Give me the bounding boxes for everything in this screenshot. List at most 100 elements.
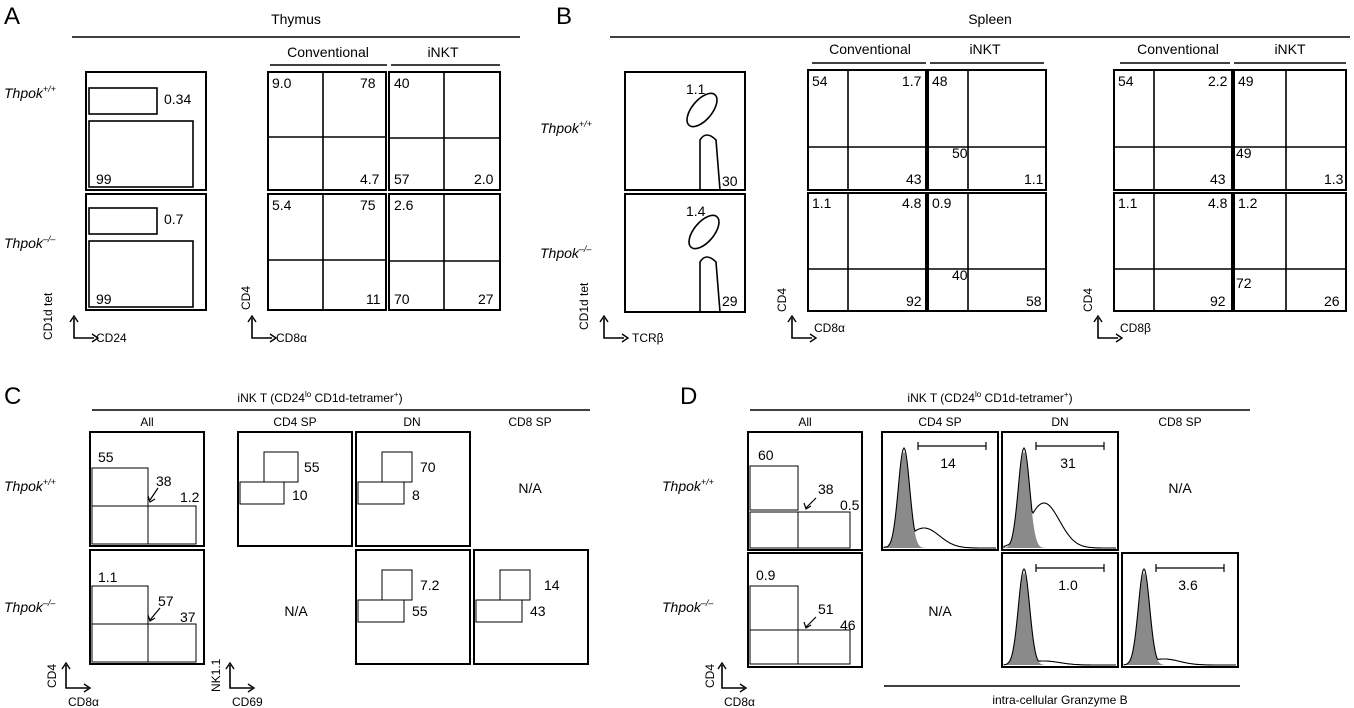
panel-c-wt-dn-cd69: 8 xyxy=(412,487,420,503)
panel-d-axis-arrow-y xyxy=(717,661,727,670)
panel-b-cd8b-conv-wt-lr: 43 xyxy=(1210,171,1226,187)
panel-c-ko-dn-nk: 7.2 xyxy=(420,577,440,593)
panel-a-axis-arrow-y1 xyxy=(69,314,79,323)
panel-c-ko-cd8-nk: 14 xyxy=(544,577,560,593)
panel-d-wt-all-cd8: 0.5 xyxy=(840,497,860,513)
panel-c-all-ko-cd8-gate xyxy=(147,623,197,663)
panel-c-yaxis-nk11: NK1.1 xyxy=(209,658,223,692)
panel-d-col-dn: DN xyxy=(1051,415,1068,429)
panel-b-ko-conv-value: 29 xyxy=(722,293,738,309)
panel-b-cd8a-inkt-ko-mid: 40 xyxy=(952,267,968,283)
panel-b-cd8b-inkt-wt-mid: 49 xyxy=(1236,145,1252,161)
panel-d-col-cd4sp: CD4 SP xyxy=(918,415,961,429)
panel-c-wt-all-cd8: 1.2 xyxy=(180,489,200,505)
panel-b-cd8a-conv-ko-lr: 92 xyxy=(906,293,922,309)
panel-b-genotype-ko: Thpok–/– xyxy=(540,244,592,261)
panel-c-title: iNK T (CD24lo CD1d-tetramer+) xyxy=(237,390,402,405)
panel-a-inkt-ko-ul: 2.6 xyxy=(394,197,414,213)
panel-c-wt-all-cd4: 55 xyxy=(98,449,114,465)
panel-d-axis-arrow-x xyxy=(739,683,748,693)
panel-b-cd8b-conv-wt-ur: 2.2 xyxy=(1208,73,1228,89)
panel-c-ko-cd4-na: N/A xyxy=(284,603,308,619)
panel-a-inkt-wt-lr: 2.0 xyxy=(474,171,494,187)
panel-b-cd8b-conv-wt-ul: 54 xyxy=(1118,73,1134,89)
panel-c-all-wt-cd8-gate xyxy=(147,505,197,545)
panel-b-cd8b-conv-ko-ul: 1.1 xyxy=(1118,195,1138,211)
panel-letter-c: C xyxy=(4,383,21,410)
panel-d-ko-all-cd8: 46 xyxy=(840,617,856,633)
panel-b-cd8a-conv-wt-ur: 1.7 xyxy=(902,73,922,89)
panel-c-dn-wt xyxy=(355,431,471,547)
panel-c-cd8-ko xyxy=(473,549,589,665)
panel-c-ko-arrow xyxy=(149,607,161,621)
panel-c-axis-corner-2 xyxy=(229,665,252,689)
panel-b-axis-corner-3 xyxy=(1097,318,1118,339)
panel-b-cd8a-inkt-ko xyxy=(927,192,1047,312)
panel-c-cd4-wt-cd69-gate xyxy=(239,481,285,505)
panel-a-ko-conv-value: 99 xyxy=(96,291,112,307)
histogram-isotype xyxy=(1004,452,1116,548)
panel-b-ko-oval-value: 1.4 xyxy=(686,203,706,219)
panel-b-cd8a-conv-ko xyxy=(807,192,927,312)
panel-d-title: iNK T (CD24lo CD1d-tetramer+) xyxy=(907,390,1072,405)
panel-b-cd8a-inkt-ko-ul: 0.9 xyxy=(932,195,952,211)
panel-d-ko-arrow-head xyxy=(803,621,812,629)
panel-d-col-all: All xyxy=(798,415,811,429)
panel-d-xaxis-cd8a: CD8α xyxy=(724,695,755,708)
panel-b-cd8b-inkt-wt-ul: 49 xyxy=(1238,73,1254,89)
panel-a-conv-wt-ur: 78 xyxy=(360,75,376,91)
panel-a-conv-ko-lr: 11 xyxy=(366,291,381,307)
panel-c-all-ko xyxy=(89,549,205,665)
panel-b-axis-arrow-y3 xyxy=(1093,314,1103,323)
panel-c-dn-ko xyxy=(355,549,471,665)
panel-d-wt-all-dn: 38 xyxy=(818,481,834,497)
panel-d-wt-cd4-value: 14 xyxy=(940,455,956,471)
histogram-layer xyxy=(883,446,1236,666)
panel-d-dn-wt-marker xyxy=(1035,442,1105,450)
panel-b-cd8b-inkt-ko-lr: 26 xyxy=(1324,293,1340,309)
panel-letter-d: D xyxy=(680,383,697,410)
panel-b-cd8a-conv-wt-ul: 54 xyxy=(812,73,828,89)
panel-d-hist-xaxis: intra-cellular Granzyme B xyxy=(992,693,1127,707)
panel-d-all-wt xyxy=(747,431,863,551)
panel-b-axis-arrow-x2 xyxy=(809,333,818,343)
panel-c-axis-arrow-x1 xyxy=(83,683,92,693)
panel-d-ko-arrow xyxy=(805,616,817,628)
panel-a-yaxis-cd4: CD4 xyxy=(239,286,253,310)
panel-a-axis-arrow-x1 xyxy=(91,333,100,343)
panel-c-genotype-ko: Thpok–/– xyxy=(4,598,56,615)
panel-a-ko-inkt-gate xyxy=(88,207,158,235)
panel-c-axis-arrow-y2 xyxy=(225,661,235,670)
panel-d-all-ko-cd8-gate xyxy=(797,629,851,665)
panel-b-ko-inkt-oval xyxy=(688,214,720,250)
panel-c-ko-arrow-head xyxy=(147,614,156,622)
panel-b-cd8b-inkt-wt xyxy=(1233,69,1347,191)
histogram-isotype xyxy=(884,452,996,548)
panel-a-yaxis-cd1d: CD1d tet xyxy=(41,292,55,340)
panel-a-title: Thymus xyxy=(271,11,321,27)
panel-d-ko-cd4-na: N/A xyxy=(928,603,952,619)
panel-d-yaxis-cd4: CD4 xyxy=(703,664,717,688)
panel-d-wt-dn-value: 31 xyxy=(1060,455,1076,471)
panel-c-wt-arrow-head xyxy=(147,495,156,503)
panel-c-wt-cd4-nk: 55 xyxy=(304,459,320,475)
histogram-isotype xyxy=(1124,572,1236,665)
panel-c-wt-dn-nk: 70 xyxy=(420,459,436,475)
panel-b-title: Spleen xyxy=(968,11,1012,27)
panel-d-genotype-ko: Thpok–/– xyxy=(662,598,714,615)
panel-c-xaxis-cd69: CD69 xyxy=(232,695,263,708)
panel-a-axis-arrow-x2 xyxy=(269,333,278,343)
panel-c-axis-arrow-y1 xyxy=(61,661,71,670)
panel-c-ko-cd8-cd69: 43 xyxy=(530,603,546,619)
panel-c-yaxis-cd4: CD4 xyxy=(45,664,59,688)
panel-a-wt-conv-gate xyxy=(88,120,194,188)
panel-a-xaxis-cd8a: CD8α xyxy=(276,331,307,345)
panel-a-genotype-wt: Thpok+/+ xyxy=(4,84,56,101)
panel-a-axis-corner-1 xyxy=(73,318,94,339)
panel-b-cd8b-inkt-ko-ul: 1.2 xyxy=(1238,195,1258,211)
panel-c-xaxis-cd8a: CD8α xyxy=(68,695,99,708)
panel-b-yaxis-cd1d: CD1d tet xyxy=(577,282,591,330)
panel-b-cd8b-inkt-ko-mid: 72 xyxy=(1236,275,1252,291)
panel-a-gate-plot-wt xyxy=(85,71,207,191)
panel-a-inkt-label: iNKT xyxy=(427,44,459,60)
